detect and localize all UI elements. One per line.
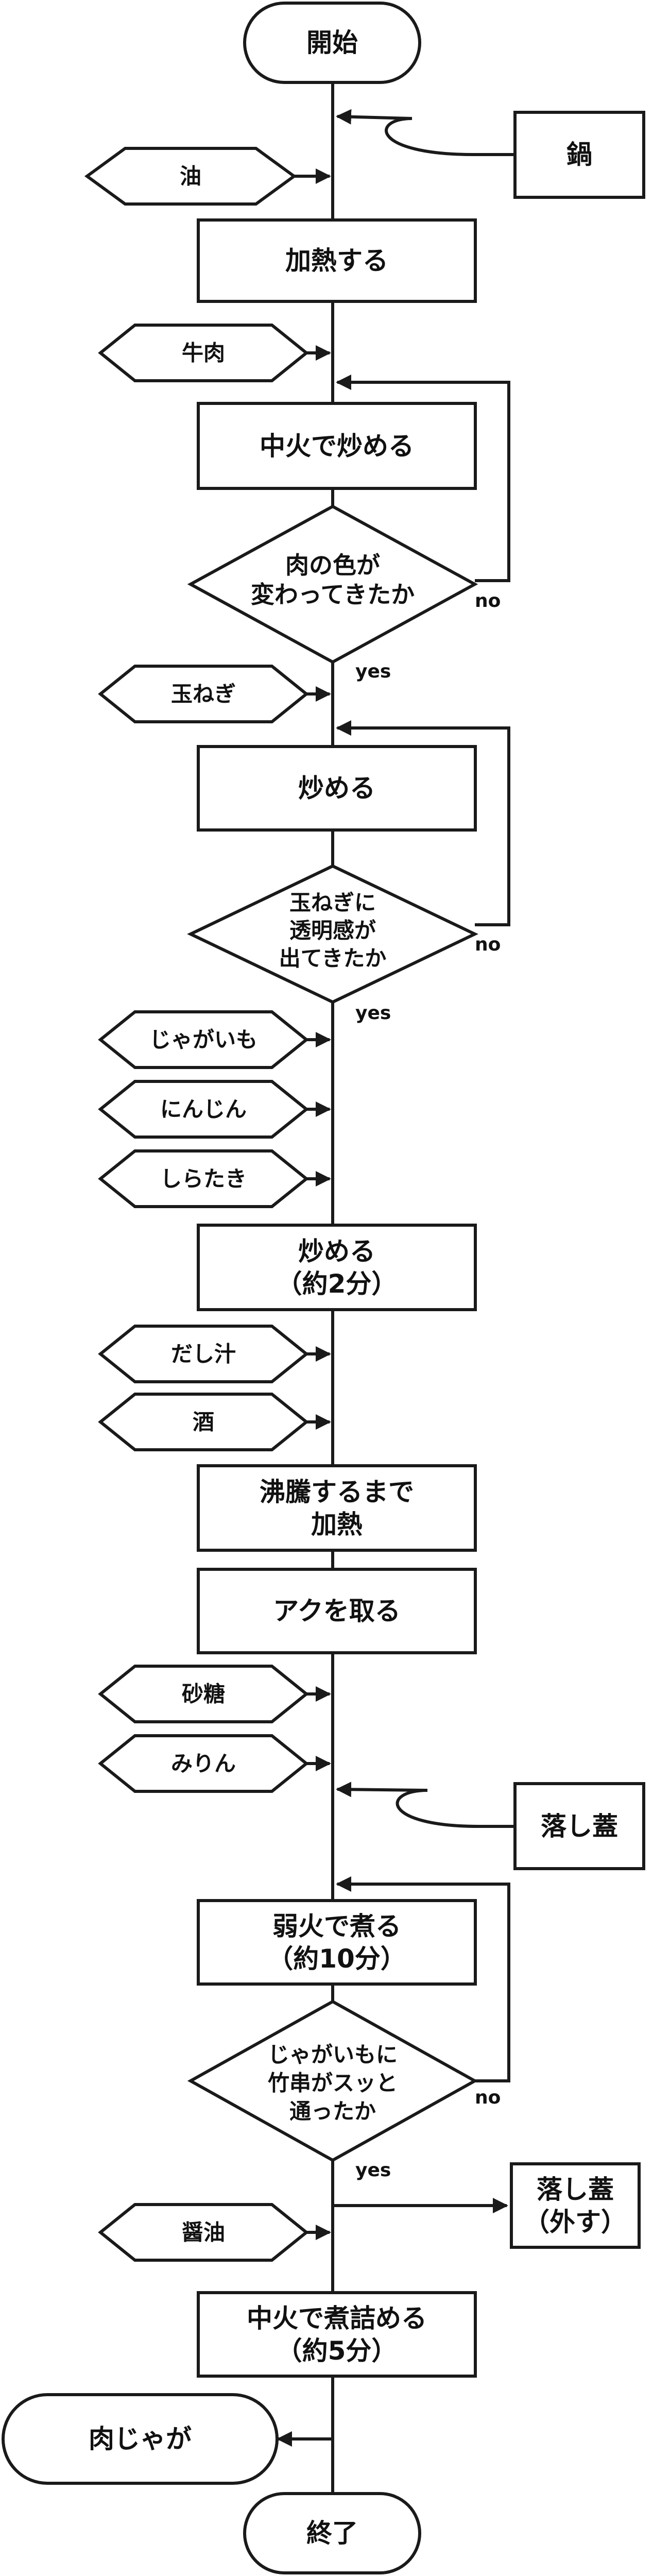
- potato-input: じゃがいも: [98, 1010, 309, 1069]
- start-terminal: 開始: [243, 2, 421, 84]
- check-potato-line2: 竹串がスッと: [268, 2071, 398, 2096]
- onion-label: 玉ねぎ: [171, 682, 236, 707]
- nabe-wavy-arrow: [336, 109, 515, 156]
- yes-label-potato: yes: [355, 2160, 391, 2181]
- start-label: 開始: [306, 28, 358, 58]
- check-onion-decision: 玉ねぎに 透明感が 出てきたか: [187, 864, 478, 1004]
- lid-input: 落し蓋: [513, 1782, 645, 1870]
- heat-label: 加熱する: [285, 246, 388, 276]
- check-meat-line1: 肉の色が: [285, 551, 380, 579]
- nikujaga-label: 肉じゃが: [89, 2424, 192, 2454]
- mirin-label: みりん: [171, 1751, 236, 1776]
- lid-off-process: 落し蓋 （外す）: [510, 2162, 641, 2249]
- end-terminal: 終了: [243, 2492, 421, 2574]
- nabe-input: 鍋: [513, 111, 645, 199]
- reduce-process: 中火で煮詰める （約5分）: [197, 2291, 477, 2378]
- skim-process: アクを取る: [197, 1568, 477, 1654]
- check-onion-line1: 玉ねぎに: [289, 890, 376, 916]
- sugar-input: 砂糖: [98, 1665, 309, 1723]
- beef-label: 牛肉: [182, 341, 225, 366]
- heat-process: 加熱する: [197, 218, 477, 303]
- check-meat-line2: 変わってきたか: [251, 581, 415, 608]
- loop-onion: [336, 720, 510, 926]
- shirataki-input: しらたき: [98, 1149, 309, 1208]
- loop-meat: [336, 375, 510, 582]
- no-label-meat: no: [475, 590, 501, 612]
- no-label-potato: no: [475, 2087, 501, 2108]
- reduce-line2: （約5分）: [277, 2336, 398, 2366]
- fry-process: 炒める: [197, 745, 477, 832]
- check-potato-decision: じゃがいもに 竹串がスッと 通ったか: [187, 1999, 478, 2162]
- carrot-label: にんじん: [160, 1097, 247, 1122]
- check-onion-line3: 出てきたか: [279, 946, 387, 971]
- shirataki-label: しらたき: [160, 1166, 247, 1192]
- fry-medium-process: 中火で炒める: [197, 402, 477, 490]
- oil-input: 油: [84, 147, 297, 206]
- fry-2min-line1: 炒める: [298, 1236, 375, 1266]
- boil-line2: 加熱: [311, 1510, 363, 1539]
- simmer-line1: 弱火で煮る: [272, 1911, 401, 1941]
- boil-process: 沸騰するまで 加熱: [197, 1464, 477, 1552]
- check-potato-line1: じゃがいもに: [268, 2042, 398, 2067]
- lid-label: 落し蓋: [541, 1811, 618, 1841]
- soy-label: 醤油: [182, 2220, 225, 2245]
- sugar-label: 砂糖: [182, 1682, 225, 1707]
- skim-label: アクを取る: [273, 1596, 401, 1626]
- reduce-line1: 中火で煮詰める: [247, 2303, 427, 2333]
- boil-line1: 沸騰するまで: [260, 1477, 414, 1507]
- dashi-label: だし汁: [171, 1342, 236, 1367]
- simmer-line2: （約10分）: [267, 1944, 406, 1974]
- carrot-input: にんじん: [98, 1080, 309, 1139]
- check-onion-line2: 透明感が: [289, 918, 376, 943]
- oil-label: 油: [180, 164, 201, 189]
- simmer-process: 弱火で煮る （約10分）: [197, 1899, 477, 1986]
- sake-label: 酒: [193, 1410, 214, 1435]
- lid-off-line1: 落し蓋: [537, 2175, 614, 2205]
- end-label: 終了: [306, 2518, 358, 2548]
- nabe-label: 鍋: [566, 140, 592, 170]
- beef-input: 牛肉: [98, 324, 309, 382]
- loop-potato: [336, 1876, 510, 2082]
- potato-label: じゃがいも: [149, 1027, 257, 1053]
- input-arrows: [294, 168, 331, 2240]
- check-potato-line3: 通ったか: [289, 2099, 376, 2124]
- lid-wavy-arrow: [336, 1782, 515, 1828]
- onion-input: 玉ねぎ: [98, 665, 309, 723]
- no-label-onion: no: [475, 934, 501, 955]
- fry-label: 炒める: [298, 773, 375, 803]
- mirin-input: みりん: [98, 1734, 309, 1793]
- fry-2min-process: 炒める （約2分）: [197, 1224, 477, 1311]
- nikujaga-output: 肉じゃが: [2, 2393, 279, 2485]
- check-meat-decision: 肉の色が 変わってきたか: [187, 504, 478, 664]
- soy-input: 醤油: [98, 2203, 309, 2262]
- yes-label-meat: yes: [355, 661, 391, 682]
- yes-label-onion: yes: [355, 1003, 391, 1024]
- dashi-input: だし汁: [98, 1325, 309, 1383]
- fry-2min-line2: （約2分）: [277, 1269, 398, 1299]
- lid-off-line2: （外す）: [524, 2207, 627, 2237]
- fry-medium-label: 中火で炒める: [260, 431, 414, 461]
- sake-input: 酒: [98, 1393, 309, 1451]
